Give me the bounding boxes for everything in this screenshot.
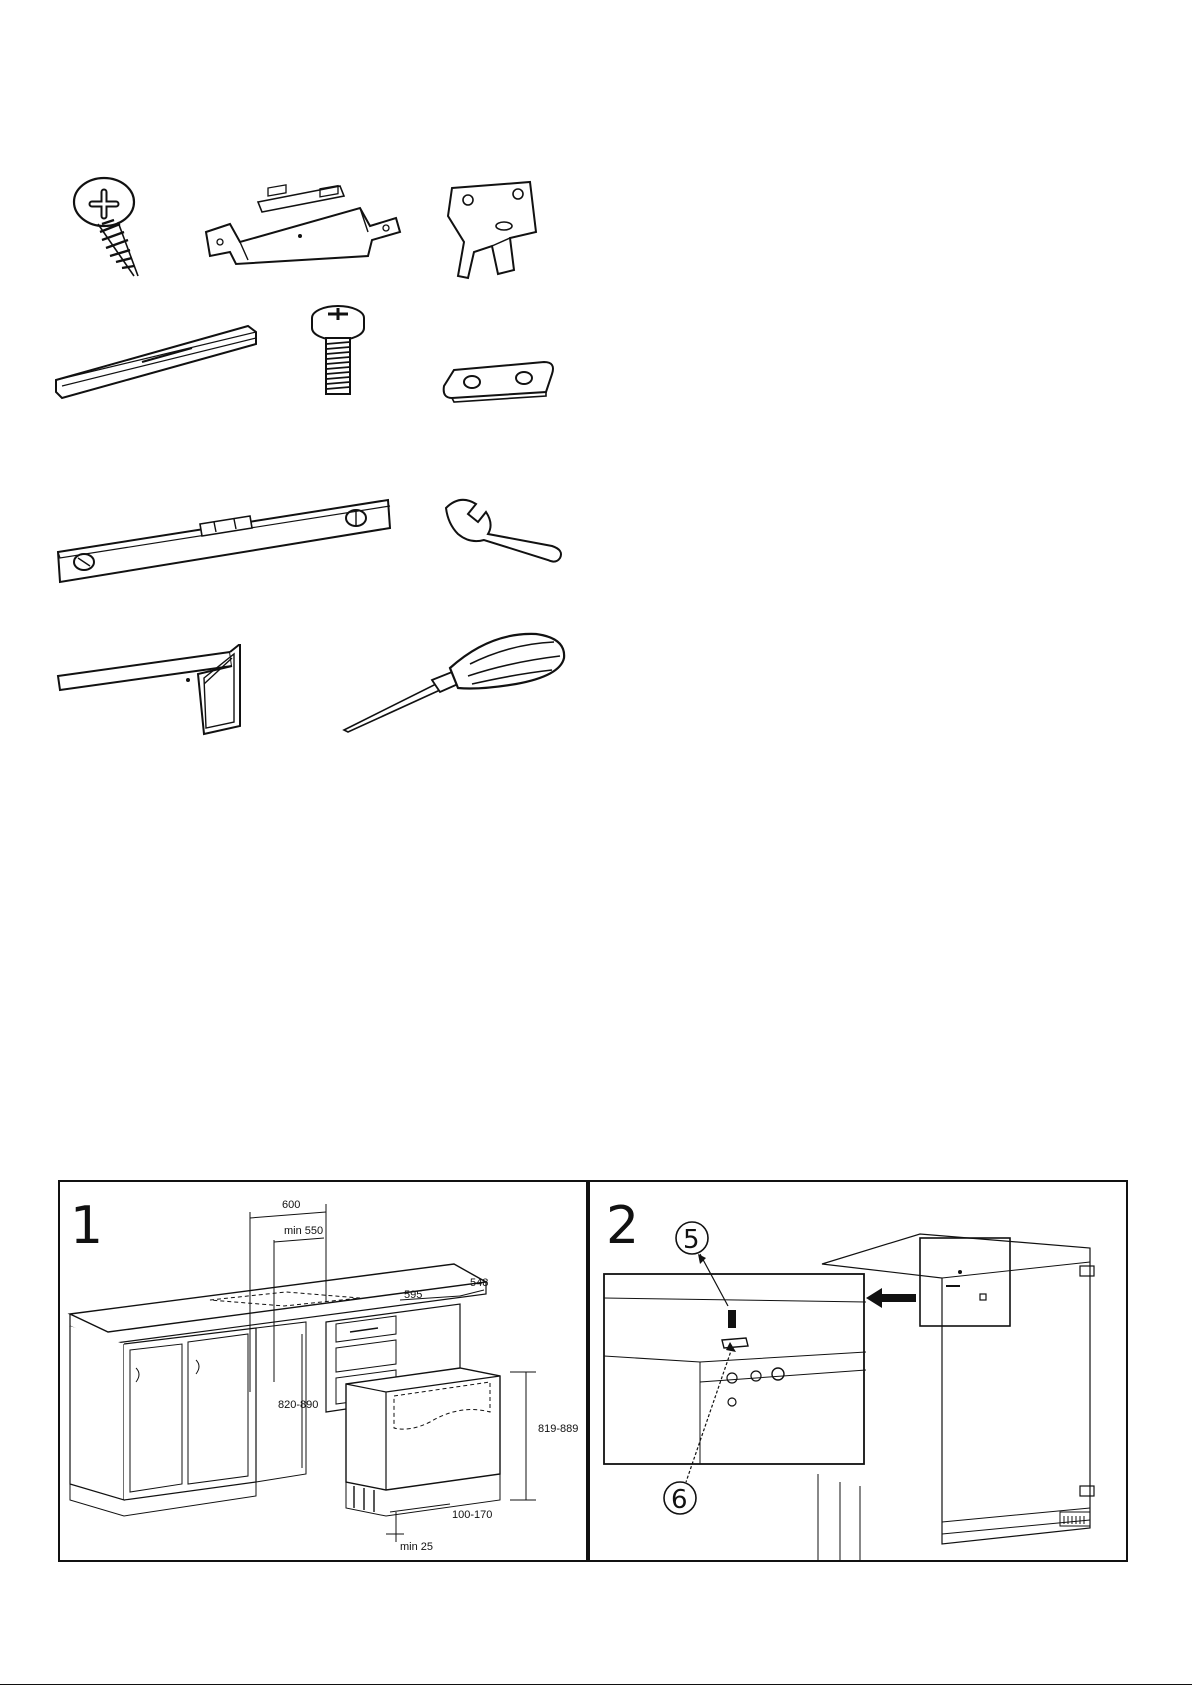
trim-strip-icon bbox=[52, 318, 262, 408]
bolt-icon bbox=[300, 300, 380, 400]
hinge-bracket-icon bbox=[200, 182, 410, 272]
dim-100-170: 100-170 bbox=[452, 1509, 492, 1521]
callout-5: 5 bbox=[683, 1225, 700, 1255]
step-2-panel: 2 5 6 bbox=[588, 1180, 1128, 1562]
dim-819-889: 819-889 bbox=[538, 1423, 578, 1435]
dim-595: 595 bbox=[404, 1289, 422, 1301]
wrench-icon bbox=[440, 494, 570, 564]
spirit-level-icon bbox=[54, 494, 394, 594]
cabinet-installation-diagram: 600 min 550 595 548 820-890 819-889 100-… bbox=[60, 1182, 586, 1560]
dim-548: 548 bbox=[470, 1277, 488, 1289]
screwdriver-icon bbox=[340, 628, 570, 738]
dim-width-600: 600 bbox=[282, 1199, 300, 1211]
angle-bracket-icon bbox=[440, 176, 550, 286]
mounting-detail-diagram: 5 6 bbox=[590, 1182, 1126, 1560]
dim-820-890: 820-890 bbox=[278, 1399, 318, 1411]
screw-icon bbox=[62, 172, 172, 282]
plate-icon bbox=[440, 356, 560, 406]
step-1-panel: 1 600 min 550 595 bbox=[58, 1180, 588, 1562]
dim-min-25: min 25 bbox=[400, 1541, 433, 1553]
try-square-icon bbox=[54, 644, 244, 744]
dim-min-550: min 550 bbox=[284, 1225, 323, 1237]
callout-6: 6 bbox=[671, 1485, 688, 1515]
